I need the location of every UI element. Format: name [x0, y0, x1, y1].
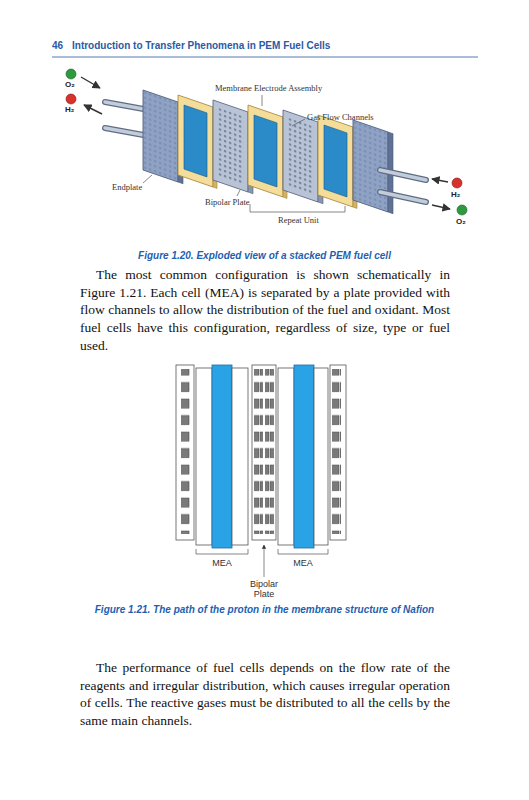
hydrogen-dot: [452, 178, 462, 188]
part-label: Bipolar Plate: [205, 197, 250, 207]
page-number: 46: [52, 40, 63, 51]
gas-label: O₂: [456, 217, 466, 226]
mea-plate: [248, 105, 287, 198]
endplate: [143, 90, 183, 184]
part-label: Gas Flow Channels: [307, 112, 374, 122]
bipolar-plate: [213, 100, 253, 194]
body-paragraph: The performance of fuel cells depends on…: [80, 659, 450, 730]
figure-caption: Figure 1.21. The path of the proton in t…: [0, 604, 529, 615]
oxygen-dot: [66, 69, 76, 79]
hydrogen-dot: [66, 94, 76, 104]
part-label: Bipolar Plate: [241, 579, 287, 599]
flow-arrow: [432, 205, 450, 209]
part-label: Membrane Electrode Assembly: [215, 83, 322, 93]
header-rule: [52, 57, 478, 58]
part-label: Endplate: [112, 182, 142, 192]
part-label: Repeat Unit: [278, 215, 319, 225]
part-label: MEA: [283, 558, 323, 568]
gas-label: H₂: [451, 190, 460, 199]
oxygen-dot: [457, 205, 467, 215]
body-paragraph: The most common configuration is shown s…: [80, 266, 450, 355]
flow-arrow: [84, 105, 102, 114]
mea-plate: [318, 115, 357, 208]
figure-caption: Figure 1.20. Exploded view of a stacked …: [0, 250, 529, 261]
stack-section: [176, 365, 346, 577]
gas-label: O₂: [65, 80, 75, 89]
running-header: Introduction to Transfer Phenomena in PE…: [72, 40, 330, 51]
mea-plate: [178, 95, 217, 188]
endplate: [353, 120, 393, 214]
flow-arrow: [81, 77, 100, 88]
part-label: MEA: [202, 558, 242, 568]
outlet-pipes: [380, 170, 426, 202]
flow-arrow: [432, 179, 448, 182]
bipolar-plate: [283, 110, 323, 204]
gas-label: H₂: [65, 105, 74, 114]
